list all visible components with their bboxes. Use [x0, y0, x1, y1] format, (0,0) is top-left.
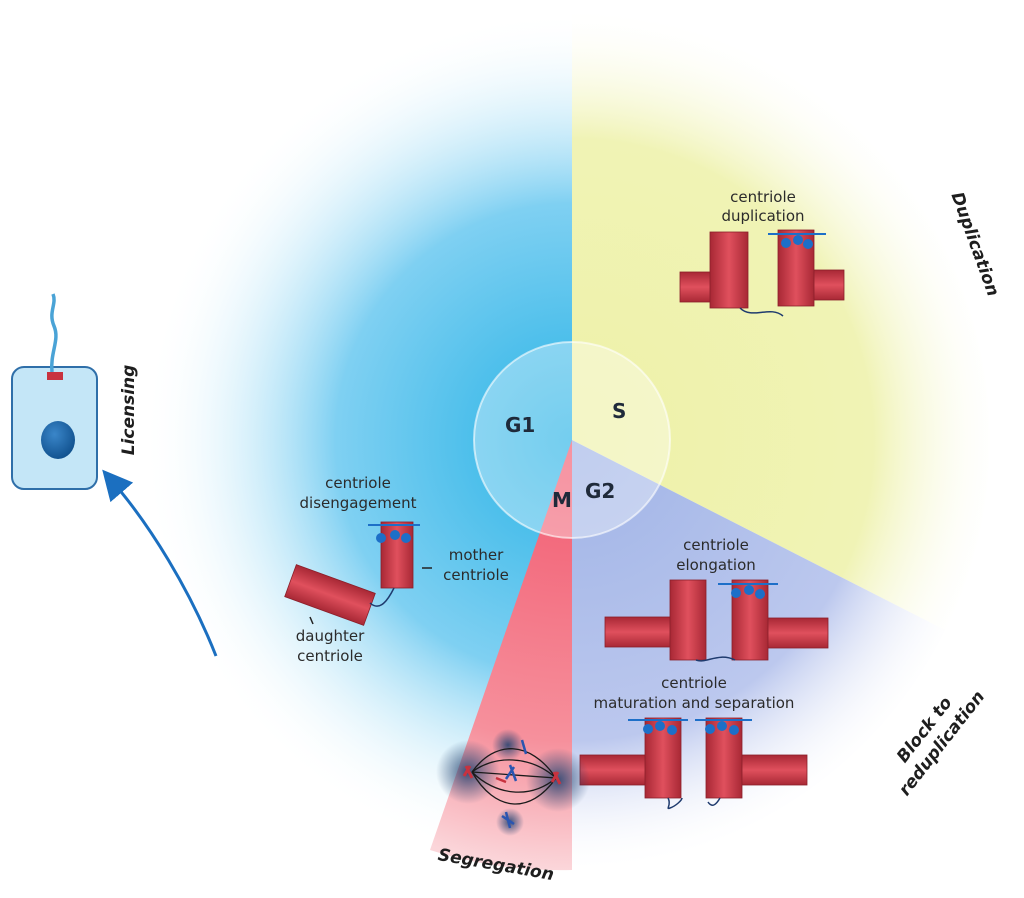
- label-daughter-line1: daughter: [296, 627, 365, 645]
- licensing-arrow: [102, 469, 218, 657]
- center-circle: [473, 341, 671, 539]
- ciliated-cell: [11, 293, 98, 490]
- phase-label-g2: G2: [585, 479, 615, 503]
- phase-label-g1: G1: [505, 413, 535, 437]
- centriole-duplication-illustration: [679, 229, 845, 317]
- cilium: [50, 293, 58, 373]
- label-elongation-line1: centriole: [683, 536, 749, 554]
- label-disengagement-line2: disengagement: [300, 494, 417, 512]
- label-duplication-line1: centriole: [730, 188, 796, 206]
- stage-label-licensing: Licensing: [119, 365, 139, 456]
- sector-s: [572, 10, 990, 630]
- mitotic-spindle-illustration: [436, 729, 590, 836]
- label-maturation-line2: maturation and separation: [594, 694, 795, 712]
- label-mother-line1: mother: [449, 546, 504, 564]
- sector-g1: [142, 10, 572, 870]
- centriole-elongation-illustration: [604, 579, 829, 662]
- label-mother-line2: centriole: [443, 566, 509, 584]
- centriole-maturation-illustration: [579, 717, 808, 810]
- phase-label-s: S: [612, 399, 626, 423]
- label-daughter-line2: centriole: [297, 647, 363, 665]
- phase-label-m: M: [552, 488, 572, 512]
- label-maturation-line1: centriole: [661, 674, 727, 692]
- nucleus: [41, 421, 75, 459]
- basal-body: [47, 372, 63, 380]
- label-duplication-line2: duplication: [721, 207, 804, 225]
- centriole-disengagement-illustration: [284, 521, 432, 626]
- label-disengagement-line1: centriole: [325, 474, 391, 492]
- label-elongation-line2: elongation: [676, 556, 756, 574]
